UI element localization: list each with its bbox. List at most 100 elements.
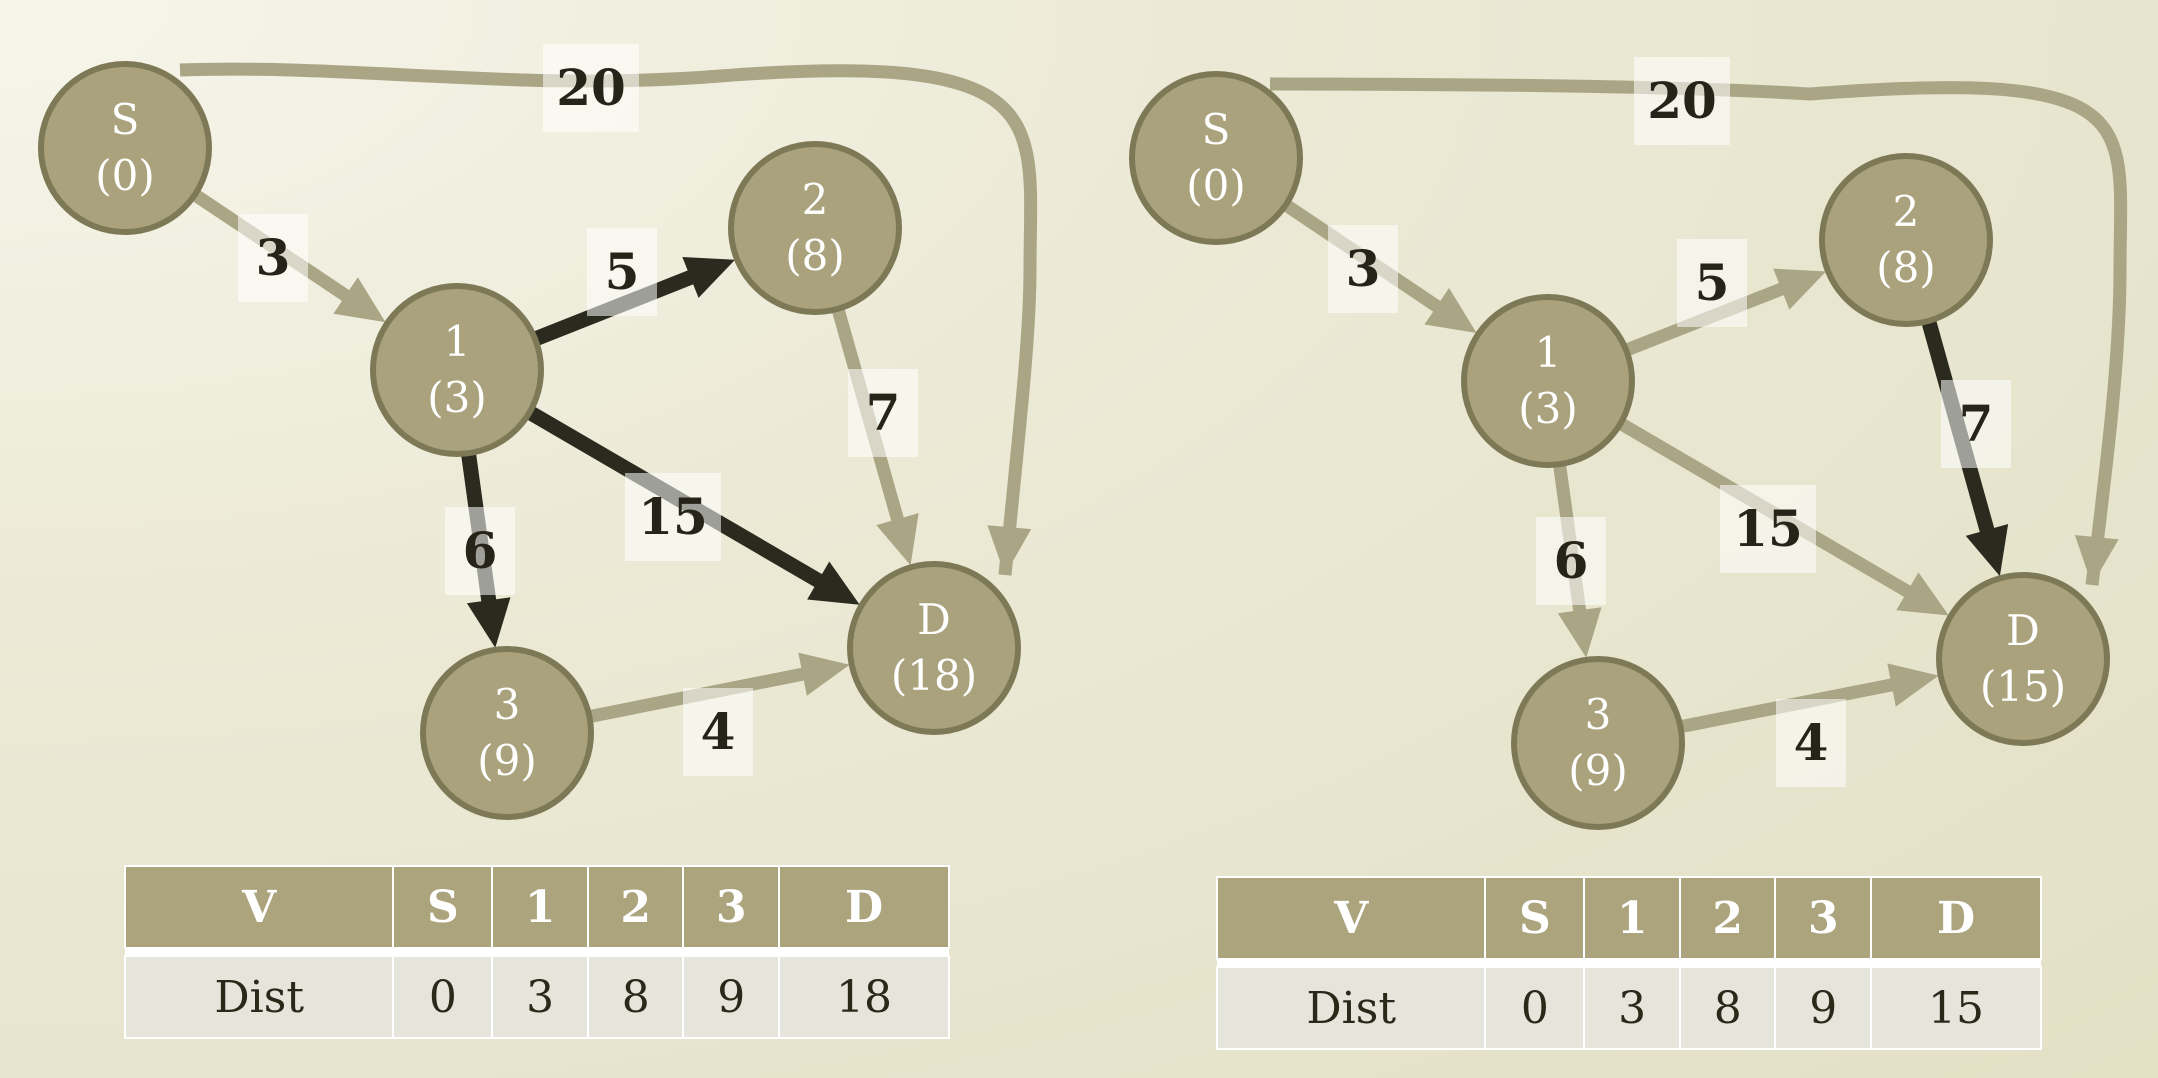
- node-distance: (8): [785, 231, 845, 280]
- weight-label-1-d: 15: [625, 473, 721, 561]
- weight-label-s-d: 20: [1634, 57, 1730, 145]
- table-cell: 9: [1774, 966, 1873, 1050]
- weight-label-1-2: 5: [587, 228, 657, 316]
- weight-text: 20: [556, 58, 626, 117]
- weight-box: [1634, 57, 1730, 145]
- arrowhead: [333, 277, 386, 323]
- edge-line: [1269, 77, 2128, 586]
- node-circle: [370, 283, 544, 457]
- weight-text: 15: [1733, 499, 1803, 558]
- arrowhead: [1557, 607, 1602, 658]
- node-distance: (8): [1876, 243, 1936, 292]
- weight-box: [445, 507, 515, 595]
- weight-box: [1941, 380, 2011, 468]
- node-distance: (9): [477, 736, 537, 785]
- weight-label-2-d: 7: [848, 369, 918, 457]
- arrowhead: [798, 652, 850, 696]
- weight-text: 6: [1554, 531, 1589, 590]
- node-name: S: [111, 95, 140, 144]
- weight-text: 4: [701, 702, 736, 761]
- weight-label-s-d: 20: [543, 44, 639, 132]
- arrowhead: [1896, 572, 1949, 616]
- node-circle: [1129, 71, 1303, 245]
- node-circle: [420, 646, 594, 820]
- node-1: 1(3): [370, 283, 544, 457]
- weight-text: 6: [463, 521, 498, 580]
- node-name: 2: [802, 175, 829, 224]
- table-cell: 8: [586, 955, 685, 1039]
- nodes-layer: S(0)1(3)2(8)3(9)D(15): [1129, 71, 2110, 830]
- node-distance: (9): [1568, 746, 1628, 795]
- weight-label-1-d: 15: [1720, 485, 1816, 573]
- node-distance: (3): [1518, 384, 1578, 433]
- table-cell: 0: [1484, 966, 1586, 1050]
- header-cell: S: [392, 865, 494, 949]
- table-cell: 3: [491, 955, 589, 1039]
- table-header-row: V S 1 2 3 D: [1215, 876, 2042, 960]
- arrowhead: [876, 513, 919, 566]
- node-2: 2(8): [728, 141, 902, 315]
- arrowhead: [1424, 288, 1477, 334]
- arrowhead: [1773, 268, 1826, 310]
- table-cell: 0: [392, 955, 494, 1039]
- header-cell: 2: [586, 865, 685, 949]
- node-circle: [1511, 656, 1685, 830]
- weight-label-3-d: 4: [683, 688, 753, 776]
- node-name: 3: [494, 680, 521, 729]
- table-cell: 18: [778, 955, 950, 1039]
- weight-box: [238, 214, 308, 302]
- weight-box: [625, 473, 721, 561]
- node-circle: [38, 61, 212, 235]
- weight-box: [1720, 485, 1816, 573]
- weight-box: [543, 44, 639, 132]
- node-circle: [847, 561, 1021, 735]
- node-1: 1(3): [1461, 294, 1635, 468]
- node-name: 3: [1585, 690, 1612, 739]
- arrowhead: [987, 525, 1032, 575]
- arrowhead: [807, 561, 860, 605]
- weight-label-2-d: 7: [1941, 380, 2011, 468]
- table-row: Dist 0 3 8 9 15: [1215, 966, 2042, 1050]
- weight-text: 5: [605, 242, 640, 301]
- weight-text: 7: [866, 383, 901, 442]
- node-d: D(15): [1936, 572, 2110, 746]
- weight-text: 20: [1647, 71, 1717, 130]
- header-cell: 3: [1774, 876, 1873, 960]
- weight-text: 5: [1695, 253, 1730, 312]
- node-circle: [1819, 153, 1993, 327]
- header-cell: V: [123, 865, 395, 949]
- header-cell: 2: [1678, 876, 1777, 960]
- table-header-row: V S 1 2 3 D: [123, 865, 950, 949]
- node-distance: (3): [427, 373, 487, 422]
- arrowhead: [466, 597, 511, 648]
- table-cell: 15: [1870, 966, 2042, 1050]
- node-name: 1: [444, 317, 471, 366]
- weight-label-s-1: 3: [1328, 225, 1398, 313]
- arrowhead: [2074, 535, 2119, 585]
- header-cell: D: [1870, 876, 2042, 960]
- nodes-layer: S(0)1(3)2(8)3(9)D(18): [38, 61, 1021, 820]
- node-circle: [1936, 572, 2110, 746]
- table-row: Dist 0 3 8 9 18: [123, 955, 950, 1039]
- edge-s-d: [1269, 77, 2128, 586]
- weight-text: 7: [1959, 394, 1994, 453]
- weight-text: 15: [638, 487, 708, 546]
- arrowhead: [1887, 663, 1939, 707]
- weight-box: [1536, 517, 1606, 605]
- arrowhead: [1965, 524, 2009, 577]
- node-name: 2: [1893, 187, 1920, 236]
- weight-label-1-3: 6: [445, 507, 515, 595]
- node-name: D: [917, 595, 951, 644]
- header-cell: D: [778, 865, 950, 949]
- weight-box: [1776, 699, 1846, 787]
- node-name: 1: [1535, 328, 1562, 377]
- node-s: S(0): [1129, 71, 1303, 245]
- header-cell: 3: [682, 865, 781, 949]
- table-cell: 9: [682, 955, 781, 1039]
- node-circle: [1461, 294, 1635, 468]
- weights-layer: 3 20 7 4 5 6 15: [238, 44, 918, 776]
- weight-label-1-3: 6: [1536, 517, 1606, 605]
